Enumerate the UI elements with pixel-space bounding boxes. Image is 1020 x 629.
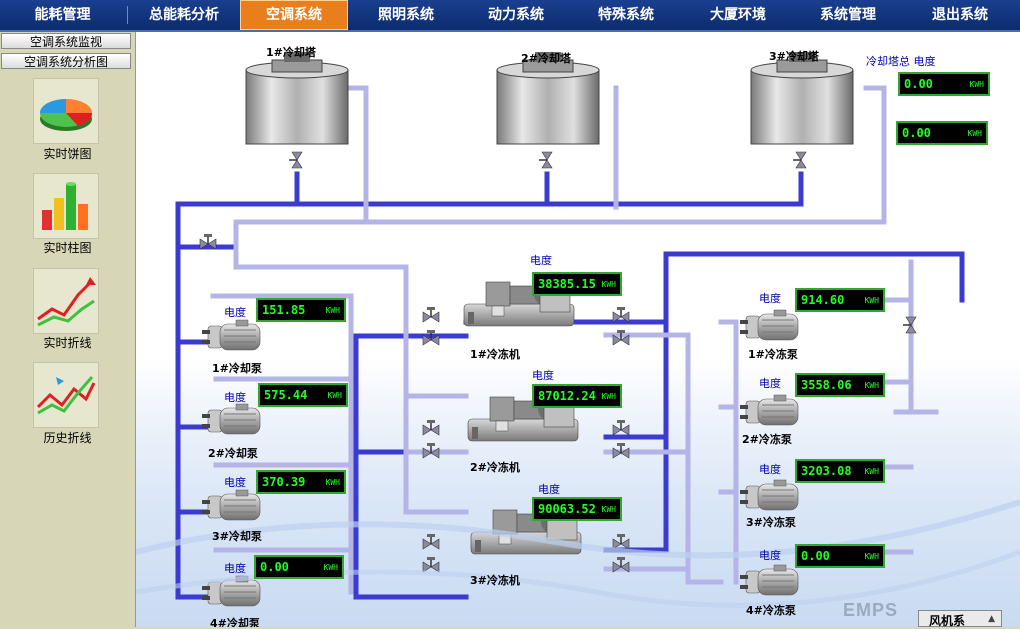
nav-system-management[interactable]: 系统管理 [820,7,876,23]
bar-chart-icon [42,182,88,230]
valve-icon [422,442,440,459]
cooling-pump-1-label: 1#冷却泵 [212,362,262,375]
valve-icon [612,419,630,436]
nav-energy-management[interactable]: 能耗管理 [34,7,91,23]
valve-icon [612,329,630,346]
nav-lighting-system[interactable]: 照明系统 [378,7,434,23]
chilled-pump-3 [739,479,799,511]
realtime-line-label: 实时折线 [43,336,92,350]
tower-total-label: 冷却塔总 电度 [866,55,936,68]
valve-icon [612,442,630,459]
meter-label: 电度 [224,391,246,404]
chilled-pump-2 [739,394,799,426]
valve-icon [422,329,440,346]
chilled-pump-4-label: 4#冷冻泵 [746,604,796,617]
nav-exit-system[interactable]: 退出系统 [932,7,988,23]
valve-icon [422,419,440,436]
meter-label: 电度 [224,562,246,575]
realtime-line-tile[interactable] [33,268,99,334]
cooling-tower-3 [750,52,854,145]
meter-label: 电度 [224,306,246,319]
chiller-3-label: 3#冷冻机 [470,574,520,587]
meter-label: 电度 [538,483,560,496]
valve-icon [538,151,553,169]
fan-system-label: 风机系 [929,614,966,628]
cooling-pump-2-label: 2#冷却泵 [208,447,258,460]
top-nav: 能耗管理 总能耗分析 空调系统 照明系统 动力系统 特殊系统 大厦环境 系统管理… [0,0,1020,32]
history-line-label: 历史折线 [43,431,92,445]
chilled-pump-4 [739,564,799,596]
cooling-pump-2 [201,403,261,435]
chilled-pump-3-label: 3#冷冻泵 [746,516,796,529]
nav-total-energy-analysis[interactable]: 总能耗分析 [149,7,219,23]
pie-chart-icon [40,99,93,131]
chiller-1-label: 1#冷冻机 [470,348,520,361]
valve-icon [422,556,440,573]
pipe-network [136,52,1020,608]
realtime-pie-label: 实时饼图 [43,147,92,161]
realtime-bar-label: 实时柱图 [43,241,92,255]
meter-label: 电度 [759,463,781,476]
cooling-pump-4-label: 4#冷却泵 [210,617,260,627]
fan-system-popup[interactable]: 风机系 ▲ [918,610,1002,628]
cooling-tower-1 [245,52,349,145]
cooling-tower-1-label: 1#冷却塔 [266,46,316,59]
line-chart-icon [37,277,96,327]
cooling-tower-2-label: 2#冷却塔 [521,52,571,65]
meter-label: 电度 [224,476,246,489]
nav-air-conditioning-system[interactable]: 空调系统 [240,0,348,30]
sidebar: 空调系统监视 空调系统分析图 实时饼图 实时柱图 实时折线 [0,32,136,627]
cooling-pump-3-label: 3#冷却泵 [212,530,262,543]
history-line-tile[interactable] [33,362,99,428]
nav-special-system[interactable]: 特殊系统 [598,7,654,23]
ac-system-monitor-button[interactable]: 空调系统监视 [1,33,131,49]
meter-label: 电度 [759,549,781,562]
valve-icon [902,316,917,334]
history-line-chart-icon [36,376,96,415]
cooling-tower-3-label: 3#冷却塔 [769,50,819,63]
valve-icon [612,533,630,550]
valve-icon [792,151,807,169]
meter-label: 电度 [759,292,781,305]
chilled-pump-1 [739,309,799,341]
emps-logo: EMPS [843,600,899,620]
nav-power-system[interactable]: 动力系统 [488,7,544,23]
chilled-pump-2-label: 2#冷冻泵 [742,433,792,446]
meter-label: 电度 [530,254,552,267]
chilled-pump-1-label: 1#冷冻泵 [748,348,798,361]
chiller-2-label: 2#冷冻机 [470,461,520,474]
valve-icon [288,151,303,169]
valve-icon [422,306,440,323]
chevron-up-icon[interactable]: ▲ [988,614,995,624]
realtime-pie-tile[interactable] [33,78,99,144]
nav-separator [127,6,128,24]
ac-system-analysis-button[interactable]: 空调系统分析图 [1,53,131,69]
valve-icon [422,533,440,550]
meter-label: 电度 [759,377,781,390]
cooling-pump-1 [201,319,261,351]
cooling-pump-3 [201,489,261,521]
nav-building-environment[interactable]: 大厦环境 [710,7,766,23]
meter-label: 电度 [532,369,554,382]
cooling-tower-2 [496,52,600,145]
realtime-bar-tile[interactable] [33,173,99,239]
